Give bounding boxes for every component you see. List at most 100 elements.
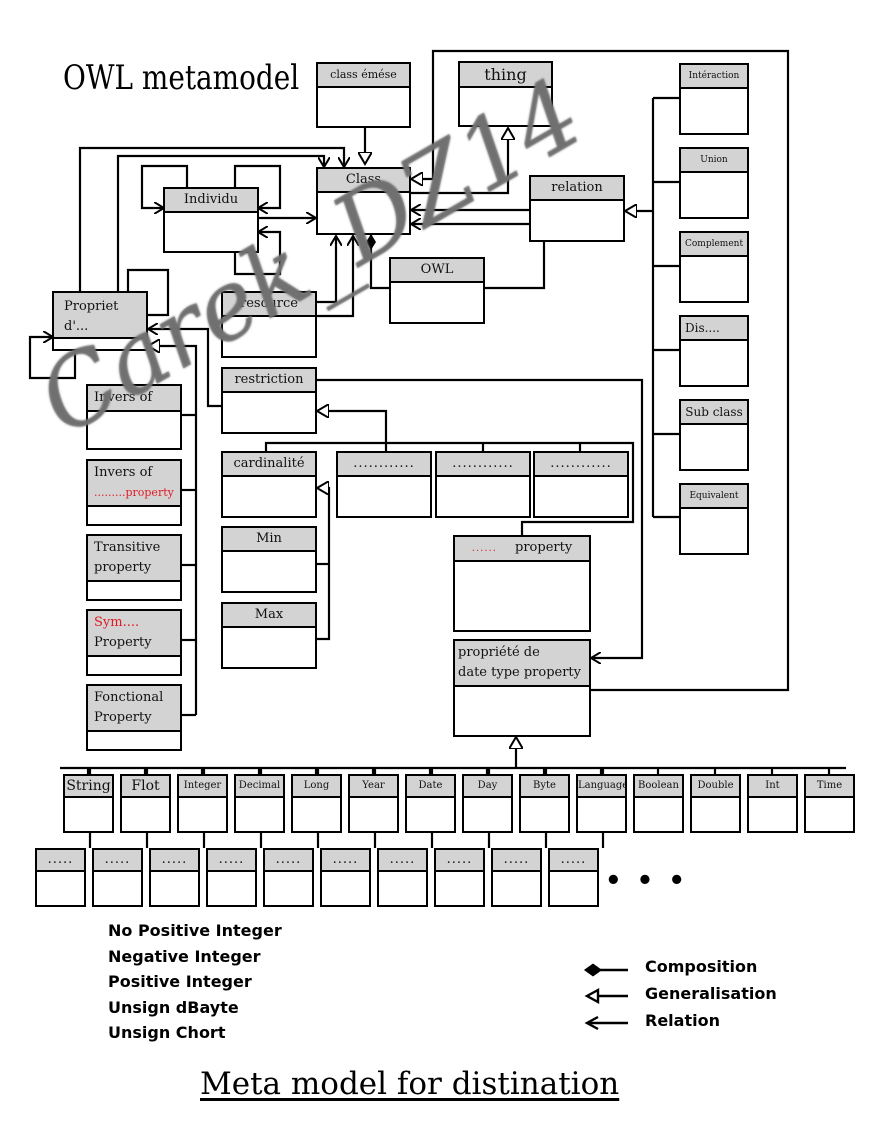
propriete-box[interactable]: Propriet d'... (52, 291, 148, 351)
propriete-label-line2: d'... (64, 319, 89, 334)
datatype-subtype-box[interactable]: ..... (35, 848, 86, 907)
propriete-label: Propriet d'... (54, 293, 146, 339)
datatype-subtype-label: ..... (436, 850, 483, 872)
property-type-label: Invers of (88, 386, 180, 412)
datatype-box[interactable]: Date (405, 774, 456, 833)
datatype-box[interactable]: Flot (120, 774, 171, 833)
property-type-box[interactable]: Sym....Property (86, 609, 182, 676)
cardinalite-label: cardinalité (223, 453, 315, 477)
datatype-subtype-box[interactable]: ..... (92, 848, 143, 907)
datatype-box[interactable]: Boolean (633, 774, 684, 833)
relation-subtype-label: Sub class (681, 401, 747, 425)
datatype-label: Int (749, 776, 796, 798)
min-box[interactable]: Min (221, 526, 317, 593)
edge-prop-class-1 (78, 146, 344, 300)
relation-subtype-box[interactable]: Intéraction (679, 63, 749, 135)
datatype-label: Boolean (635, 776, 682, 798)
datatype-label: Flot (122, 776, 169, 798)
relation-subtype-box[interactable]: Dis.... (679, 315, 749, 387)
relation-subtype-label: Complement (681, 233, 747, 257)
property-type-line1: Sym.... (94, 615, 140, 630)
property-type-box[interactable]: Invers of.........property (86, 459, 182, 526)
property-type-label: Invers of.........property (88, 461, 180, 507)
class-emese-label: class émése (318, 64, 409, 88)
relation-subtype-box[interactable]: Union (679, 147, 749, 219)
edge-class-thing (410, 128, 508, 195)
property-type-line2: Property (94, 710, 152, 725)
datatype-subtype-box[interactable]: ..... (548, 848, 599, 907)
restriction-child-label: ............ (338, 453, 430, 477)
datatype-subtype-label: ..... (37, 850, 84, 872)
cardinalite-box[interactable]: cardinalité (221, 451, 317, 518)
individu-box[interactable]: Individu (163, 187, 259, 253)
datatype-subtype-box[interactable]: ..... (377, 848, 428, 907)
datatype-subtype-box[interactable]: ..... (206, 848, 257, 907)
class-label: Class (318, 169, 409, 193)
datatype-box[interactable]: Byte (519, 774, 570, 833)
relation-subtype-label: Union (681, 149, 747, 173)
relation-box[interactable]: relation (529, 175, 625, 242)
relation-subtype-label: Dis.... (681, 317, 747, 341)
datatype-subtype-box[interactable]: ..... (320, 848, 371, 907)
relation-subtype-box[interactable]: Equivalent (679, 483, 749, 555)
edge-individu-self-left (140, 164, 189, 208)
datatype-subtype-box[interactable]: ..... (149, 848, 200, 907)
property-type-box[interactable]: Invers of (86, 384, 182, 450)
edge-individu-self-right (233, 164, 282, 208)
relation-subtype-box[interactable]: Sub class (679, 399, 749, 471)
datatype-box[interactable]: Int (747, 774, 798, 833)
resource-label: resource (223, 293, 315, 317)
restriction-child-box[interactable]: ............ (533, 451, 629, 518)
datatype-box[interactable]: Time (804, 774, 855, 833)
datatype-label: String (65, 776, 112, 798)
relation-subtype-box[interactable]: Complement (679, 231, 749, 303)
datatype-box[interactable]: Integer (177, 774, 228, 833)
owl-box[interactable]: OWL (389, 257, 485, 324)
datatype-label: Date (407, 776, 454, 798)
class-box[interactable]: Class (316, 167, 411, 235)
restriction-child-box[interactable]: ............ (435, 451, 531, 518)
diagram-caption: Meta model for distination (200, 1066, 620, 1102)
thing-box[interactable]: thing (458, 61, 553, 127)
edge-individu-self-bottom (233, 232, 282, 276)
datatype-label: Year (350, 776, 397, 798)
dots-property-box[interactable]: ...... property (453, 535, 591, 632)
legend-generalisation-label: Generalisation (645, 984, 777, 1003)
datatype-subtype-box[interactable]: ..... (263, 848, 314, 907)
datatype-subtype-box[interactable]: ..... (434, 848, 485, 907)
edge-owl-class (366, 234, 389, 290)
resource-box[interactable]: resource (221, 291, 317, 358)
datatype-box[interactable]: Language (576, 774, 627, 833)
edge-prop-self-top (126, 268, 170, 317)
property-type-line2: .........property (94, 486, 174, 499)
datatype-box[interactable]: Year (348, 774, 399, 833)
propriete-label-line1: Propriet (64, 299, 119, 314)
datatype-label: Double (692, 776, 739, 798)
restriction-children-bus (264, 441, 635, 537)
datatype-subtype-box[interactable]: ..... (491, 848, 542, 907)
datatype-label: Time (806, 776, 853, 798)
edge-restriction-datetype (316, 378, 644, 658)
extra-type-item: Negative Integer (108, 946, 261, 966)
relation-subtype-label: Equivalent (681, 485, 747, 509)
edge-datatype-class (411, 49, 790, 692)
legend-composition-label: Composition (645, 957, 758, 976)
datatype-box[interactable]: Decimal (234, 774, 285, 833)
restriction-child-box[interactable]: ............ (336, 451, 432, 518)
datatype-box[interactable]: Day (462, 774, 513, 833)
legend-relation-label: Relation (645, 1011, 720, 1030)
datatype-label: Long (293, 776, 340, 798)
max-box[interactable]: Max (221, 602, 317, 669)
date-type-property-box[interactable]: propriété de date type property (453, 639, 591, 737)
date-type-line2: date type property (458, 665, 581, 680)
datatype-box[interactable]: Long (291, 774, 342, 833)
max-label: Max (223, 604, 315, 628)
datatype-box[interactable]: Double (690, 774, 741, 833)
class-emese-box[interactable]: class émése (316, 62, 411, 128)
restriction-box[interactable]: restriction (221, 367, 317, 434)
datatype-box[interactable]: String (63, 774, 114, 833)
